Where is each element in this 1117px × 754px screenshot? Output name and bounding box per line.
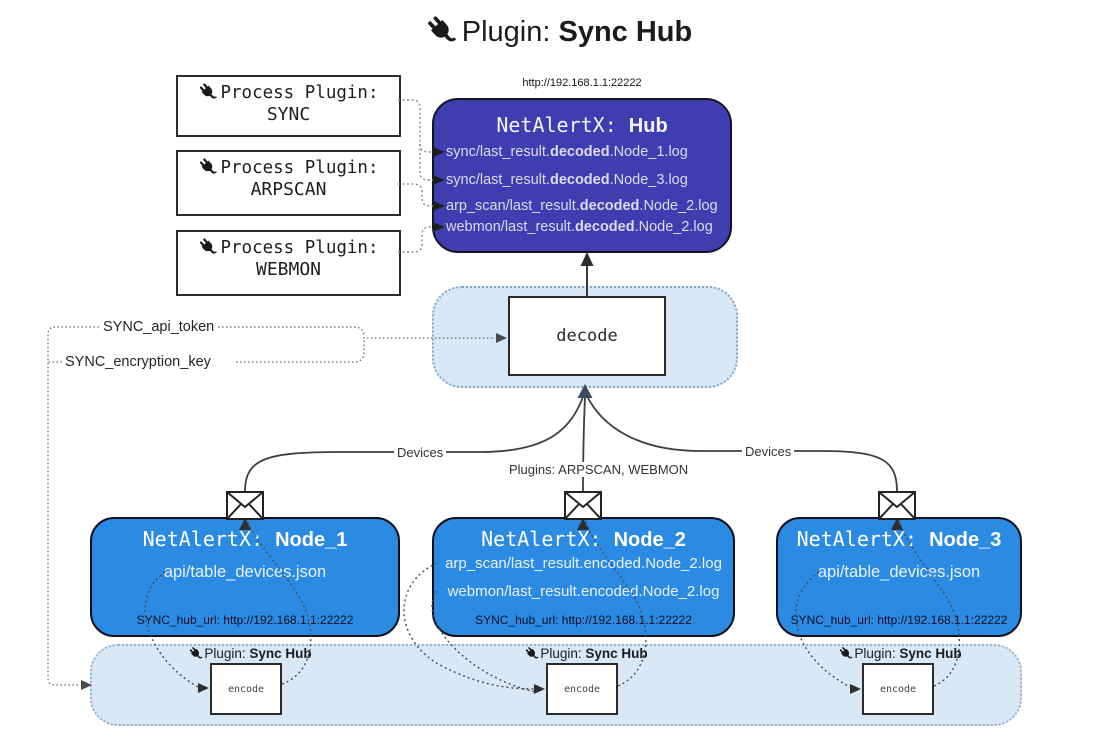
decode-box: decode — [508, 296, 666, 376]
node-file: webmon/last_result.encoded.Node_2.log — [447, 583, 720, 600]
process-plugin-sync-box: Process Plugin: SYNC — [176, 75, 401, 137]
hub-box: NetAlertX: Hub sync/last_result.decoded.… — [432, 98, 732, 253]
edge-label-devices-right: Devices — [742, 444, 795, 459]
plug-icon — [198, 157, 218, 177]
plug-icon — [188, 646, 203, 661]
process-plugin-name: ARPSCAN — [250, 179, 327, 200]
node-file: api/table_devices.json — [163, 563, 327, 581]
plug-icon — [838, 646, 853, 661]
node-hub-url: SYNC_hub_url: http://192.168.1.1:22222 — [136, 613, 354, 627]
encode-plugin-label: Plugin: Sync Hub — [838, 646, 962, 661]
node-hub-url: SYNC_hub_url: http://192.168.1.1:22222 — [790, 613, 1008, 627]
envelope-icon — [878, 491, 916, 520]
encode-box: encode — [546, 663, 618, 715]
node-1-box: NetAlertX: Node_1 api/table_devices.json… — [90, 517, 400, 637]
node-file: arp_scan/last_result.encoded.Node_2.log — [445, 555, 722, 572]
sync-encryption-key-label: SYNC_encryption_key — [62, 354, 214, 370]
node-2-box: NetAlertX: Node_2 arp_scan/last_result.e… — [432, 517, 735, 637]
edge-label-devices-left: Devices — [394, 445, 447, 460]
hub-log-line: arp_scan/last_result.decoded.Node_2.log — [446, 198, 718, 214]
page-title: Plugin: Sync Hub — [0, 14, 1117, 49]
process-plugin-name: WEBMON — [255, 259, 322, 280]
sync-api-token-label: SYNC_api_token — [100, 319, 218, 335]
process-plugin-label: Process Plugin: — [220, 238, 379, 258]
encode-plugin-label: Plugin: Sync Hub — [524, 646, 648, 661]
process-plugin-arpscan-box: Process Plugin: ARPSCAN — [176, 150, 401, 216]
hub-url: http://192.168.1.1:22222 — [522, 77, 642, 89]
node-hub-url: SYNC_hub_url: http://192.168.1.1:22222 — [475, 613, 692, 627]
encode-plugin-label: Plugin: Sync Hub — [188, 646, 312, 661]
hub-title-name: Hub — [628, 115, 668, 137]
node-file: api/table_devices.json — [817, 563, 981, 581]
plugin-to-hub-connectors — [398, 99, 433, 253]
encode-box: encode — [210, 663, 282, 715]
process-plugin-webmon-box: Process Plugin: WEBMON — [176, 230, 401, 296]
plug-icon — [425, 14, 458, 47]
plug-icon — [198, 237, 218, 257]
hub-log-line: webmon/last_result.decoded.Node_2.log — [446, 219, 713, 235]
encode-box: encode — [862, 663, 934, 715]
hub-title-prefix: NetAlertX: — [496, 113, 629, 137]
process-plugin-label: Process Plugin: — [220, 158, 379, 178]
process-plugin-label: Process Plugin: — [220, 83, 379, 103]
title-name: Sync Hub — [558, 16, 693, 48]
envelope-icons — [226, 491, 916, 520]
hub-log-line: sync/last_result.decoded.Node_1.log — [446, 144, 688, 160]
title-prefix: Plugin: — [461, 16, 559, 48]
plug-icon — [524, 646, 539, 661]
plug-icon — [198, 82, 218, 102]
process-plugin-name: SYNC — [266, 104, 311, 125]
envelope-icon — [226, 491, 264, 520]
node-3-box: NetAlertX: Node_3 api/table_devices.json… — [776, 517, 1022, 637]
envelope-icon — [564, 491, 602, 520]
hub-log-line: sync/last_result.decoded.Node_3.log — [446, 172, 688, 188]
edge-label-plugins: Plugins: ARPSCAN, WEBMON — [506, 462, 692, 477]
